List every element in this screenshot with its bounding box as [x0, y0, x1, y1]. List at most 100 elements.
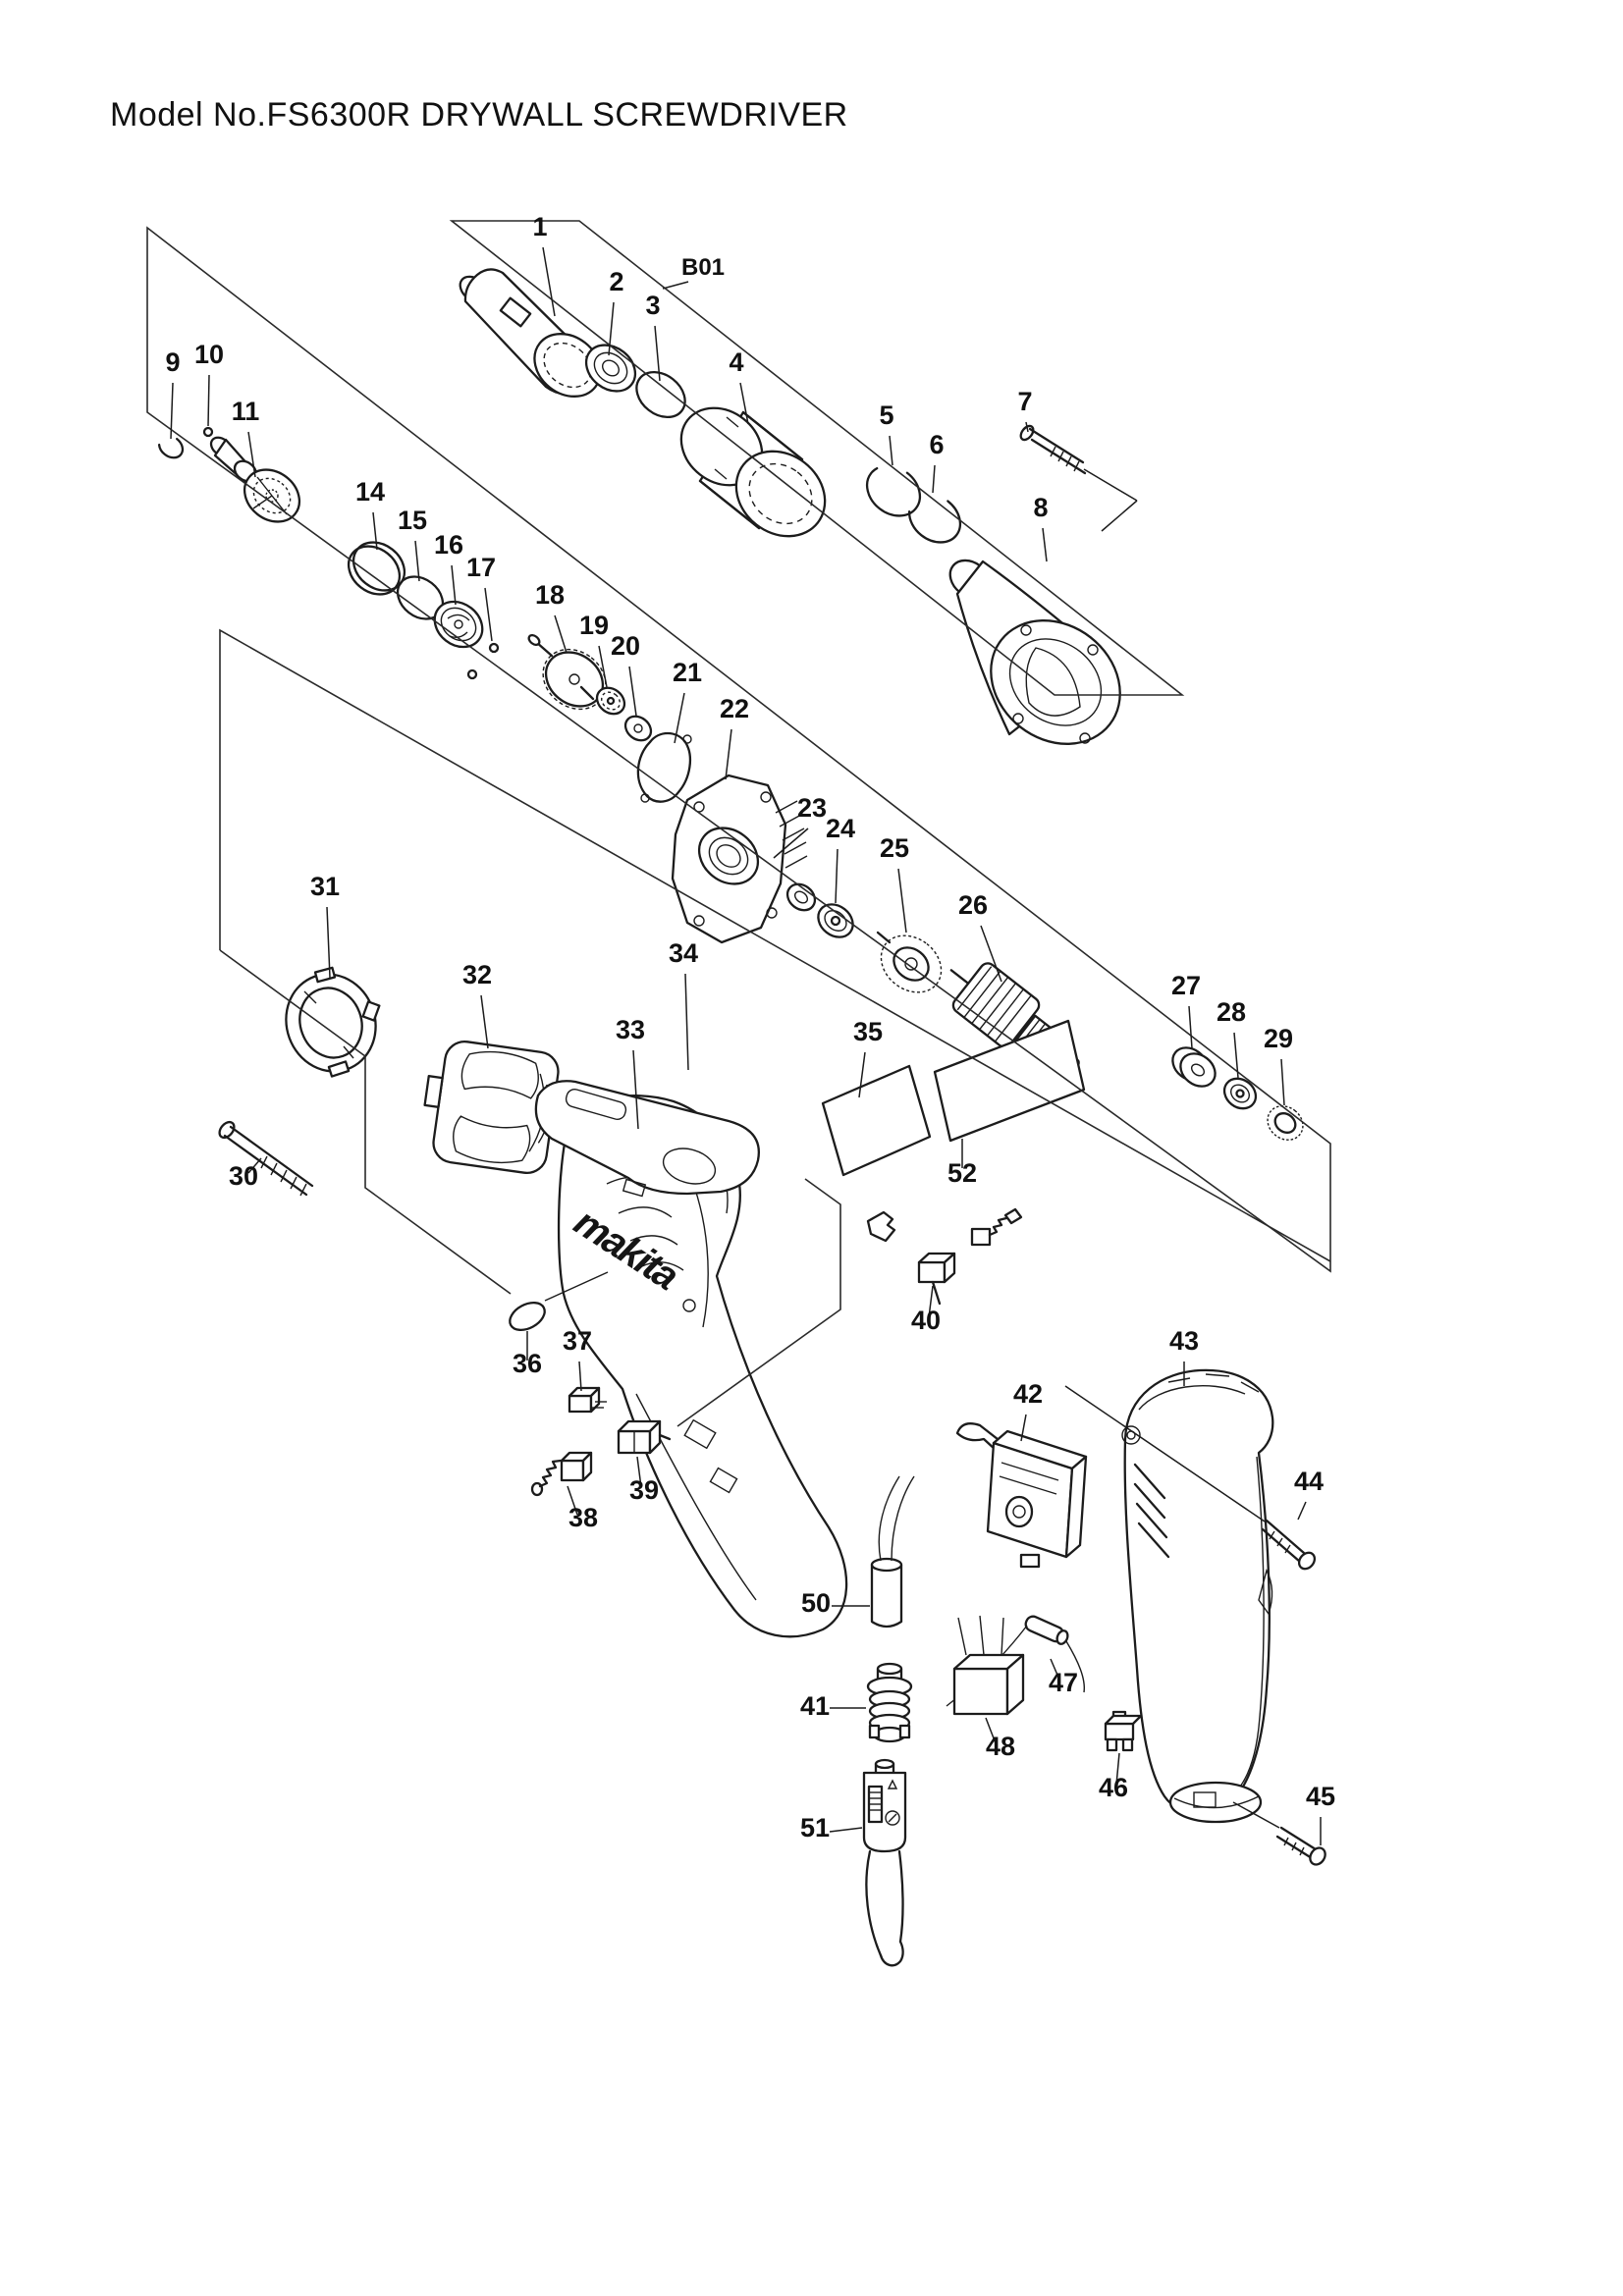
leader-line-24	[835, 848, 839, 904]
part-label-23: 23	[797, 793, 827, 823]
extra-line-3	[544, 1271, 609, 1302]
part-40-drawing	[866, 1207, 1023, 1306]
leader-line-20	[628, 666, 637, 717]
part-label-2: 2	[609, 267, 623, 296]
leader-line-47	[1050, 1658, 1060, 1681]
part-label-28: 28	[1217, 997, 1246, 1027]
part-label-40: 40	[911, 1306, 941, 1335]
leader-line-16	[451, 564, 457, 606]
part-label-18: 18	[535, 580, 565, 610]
part-label-20: 20	[611, 631, 640, 661]
leader-line-40	[928, 1285, 934, 1318]
part-3-drawing	[635, 370, 686, 419]
leader-line-17	[484, 587, 493, 642]
part-34-drawing	[534, 1080, 760, 1198]
leader-line-31	[326, 906, 331, 979]
leader-line-51	[829, 1827, 863, 1833]
part-label-22: 22	[720, 694, 749, 723]
part-1-drawing	[459, 268, 602, 398]
part-label-15: 15	[398, 506, 427, 535]
part-30-drawing	[218, 1120, 314, 1197]
part-label-50: 50	[801, 1588, 831, 1618]
boundary-box-5	[676, 1178, 841, 1427]
leader-line-34	[684, 973, 689, 1071]
part-44-drawing	[1261, 1519, 1317, 1571]
part-27-drawing	[1171, 1046, 1217, 1088]
part-31-drawing	[285, 966, 381, 1078]
boundary-box-1	[449, 220, 1185, 696]
part-23-drawing	[785, 882, 817, 912]
leader-line-21	[674, 692, 685, 744]
part-label-42: 42	[1013, 1379, 1043, 1409]
part-29-drawing	[1267, 1105, 1304, 1141]
extra-line-1	[1083, 468, 1138, 502]
leader-line-6	[932, 464, 936, 494]
part-label-7: 7	[1017, 387, 1032, 416]
part-label-14: 14	[355, 477, 385, 507]
leader-line-3	[654, 325, 661, 382]
part-label-32: 32	[462, 960, 492, 989]
part-label-25: 25	[880, 833, 909, 863]
part-label-44: 44	[1294, 1467, 1324, 1496]
leader-line-38	[567, 1485, 578, 1516]
leader-line-33	[632, 1049, 639, 1130]
page-title: Model No.FS6300R DRYWALL SCREWDRIVER	[110, 96, 848, 133]
leader-line-26	[980, 925, 1002, 983]
leader-line-19	[598, 645, 608, 688]
part-51-drawing	[862, 1758, 907, 1967]
part-37-drawing	[568, 1386, 607, 1414]
part-label-4: 4	[729, 347, 743, 377]
leader-line-1	[542, 246, 556, 317]
part-38-drawing	[530, 1451, 593, 1497]
part-35-drawing	[821, 1064, 932, 1177]
leader-line-2	[608, 301, 615, 356]
part-label-17: 17	[466, 553, 496, 582]
part-19-drawing	[595, 686, 626, 716]
leader-line-23	[773, 828, 809, 859]
part-label-33: 33	[616, 1015, 645, 1044]
leader-line-48	[985, 1717, 997, 1744]
part-46-drawing	[1104, 1710, 1143, 1752]
leader-line-5	[889, 435, 893, 466]
leader-line-25	[897, 868, 907, 934]
part-48-drawing	[952, 1615, 1025, 1716]
leader-line-30	[247, 1157, 262, 1174]
part-label-43: 43	[1169, 1326, 1199, 1356]
group-boundaries	[146, 220, 1331, 1427]
part-label-38: 38	[568, 1503, 598, 1532]
part-36-drawing	[509, 1301, 546, 1332]
part-21-drawing	[636, 731, 692, 803]
leader-line-B01	[662, 281, 689, 290]
boundary-box-4	[219, 949, 512, 1295]
leader-line-44	[1297, 1501, 1307, 1521]
part-label-46: 46	[1099, 1773, 1128, 1802]
part-label-9: 9	[165, 347, 180, 377]
extra-line-5	[1232, 1801, 1280, 1829]
leader-line-35	[858, 1051, 866, 1098]
leader-line-4	[739, 382, 749, 425]
part-label-30: 30	[229, 1161, 258, 1191]
boundary-box-2	[146, 226, 1331, 1273]
part-label-26: 26	[958, 890, 988, 920]
part-label-10: 10	[194, 340, 224, 369]
part-18-drawing	[527, 633, 607, 711]
part-label-39: 39	[629, 1475, 659, 1505]
leader-line-28	[1233, 1032, 1239, 1079]
boundary-box-3	[219, 628, 1331, 1262]
part-24-drawing	[817, 903, 854, 938]
part-25-drawing	[876, 931, 943, 993]
part-39-drawing	[617, 1419, 672, 1455]
part-43-drawing	[1121, 1368, 1274, 1824]
part-label-B01: B01	[681, 254, 725, 281]
part-2-drawing	[584, 344, 637, 393]
part-7-drawing	[1019, 424, 1087, 475]
part-label-21: 21	[673, 658, 702, 687]
part-5-drawing	[865, 464, 922, 517]
part-label-48: 48	[986, 1732, 1015, 1761]
part-4-drawing	[679, 406, 827, 538]
leader-line-22	[725, 728, 732, 780]
part-11-drawing	[209, 436, 301, 523]
leader-line-11	[247, 431, 256, 478]
